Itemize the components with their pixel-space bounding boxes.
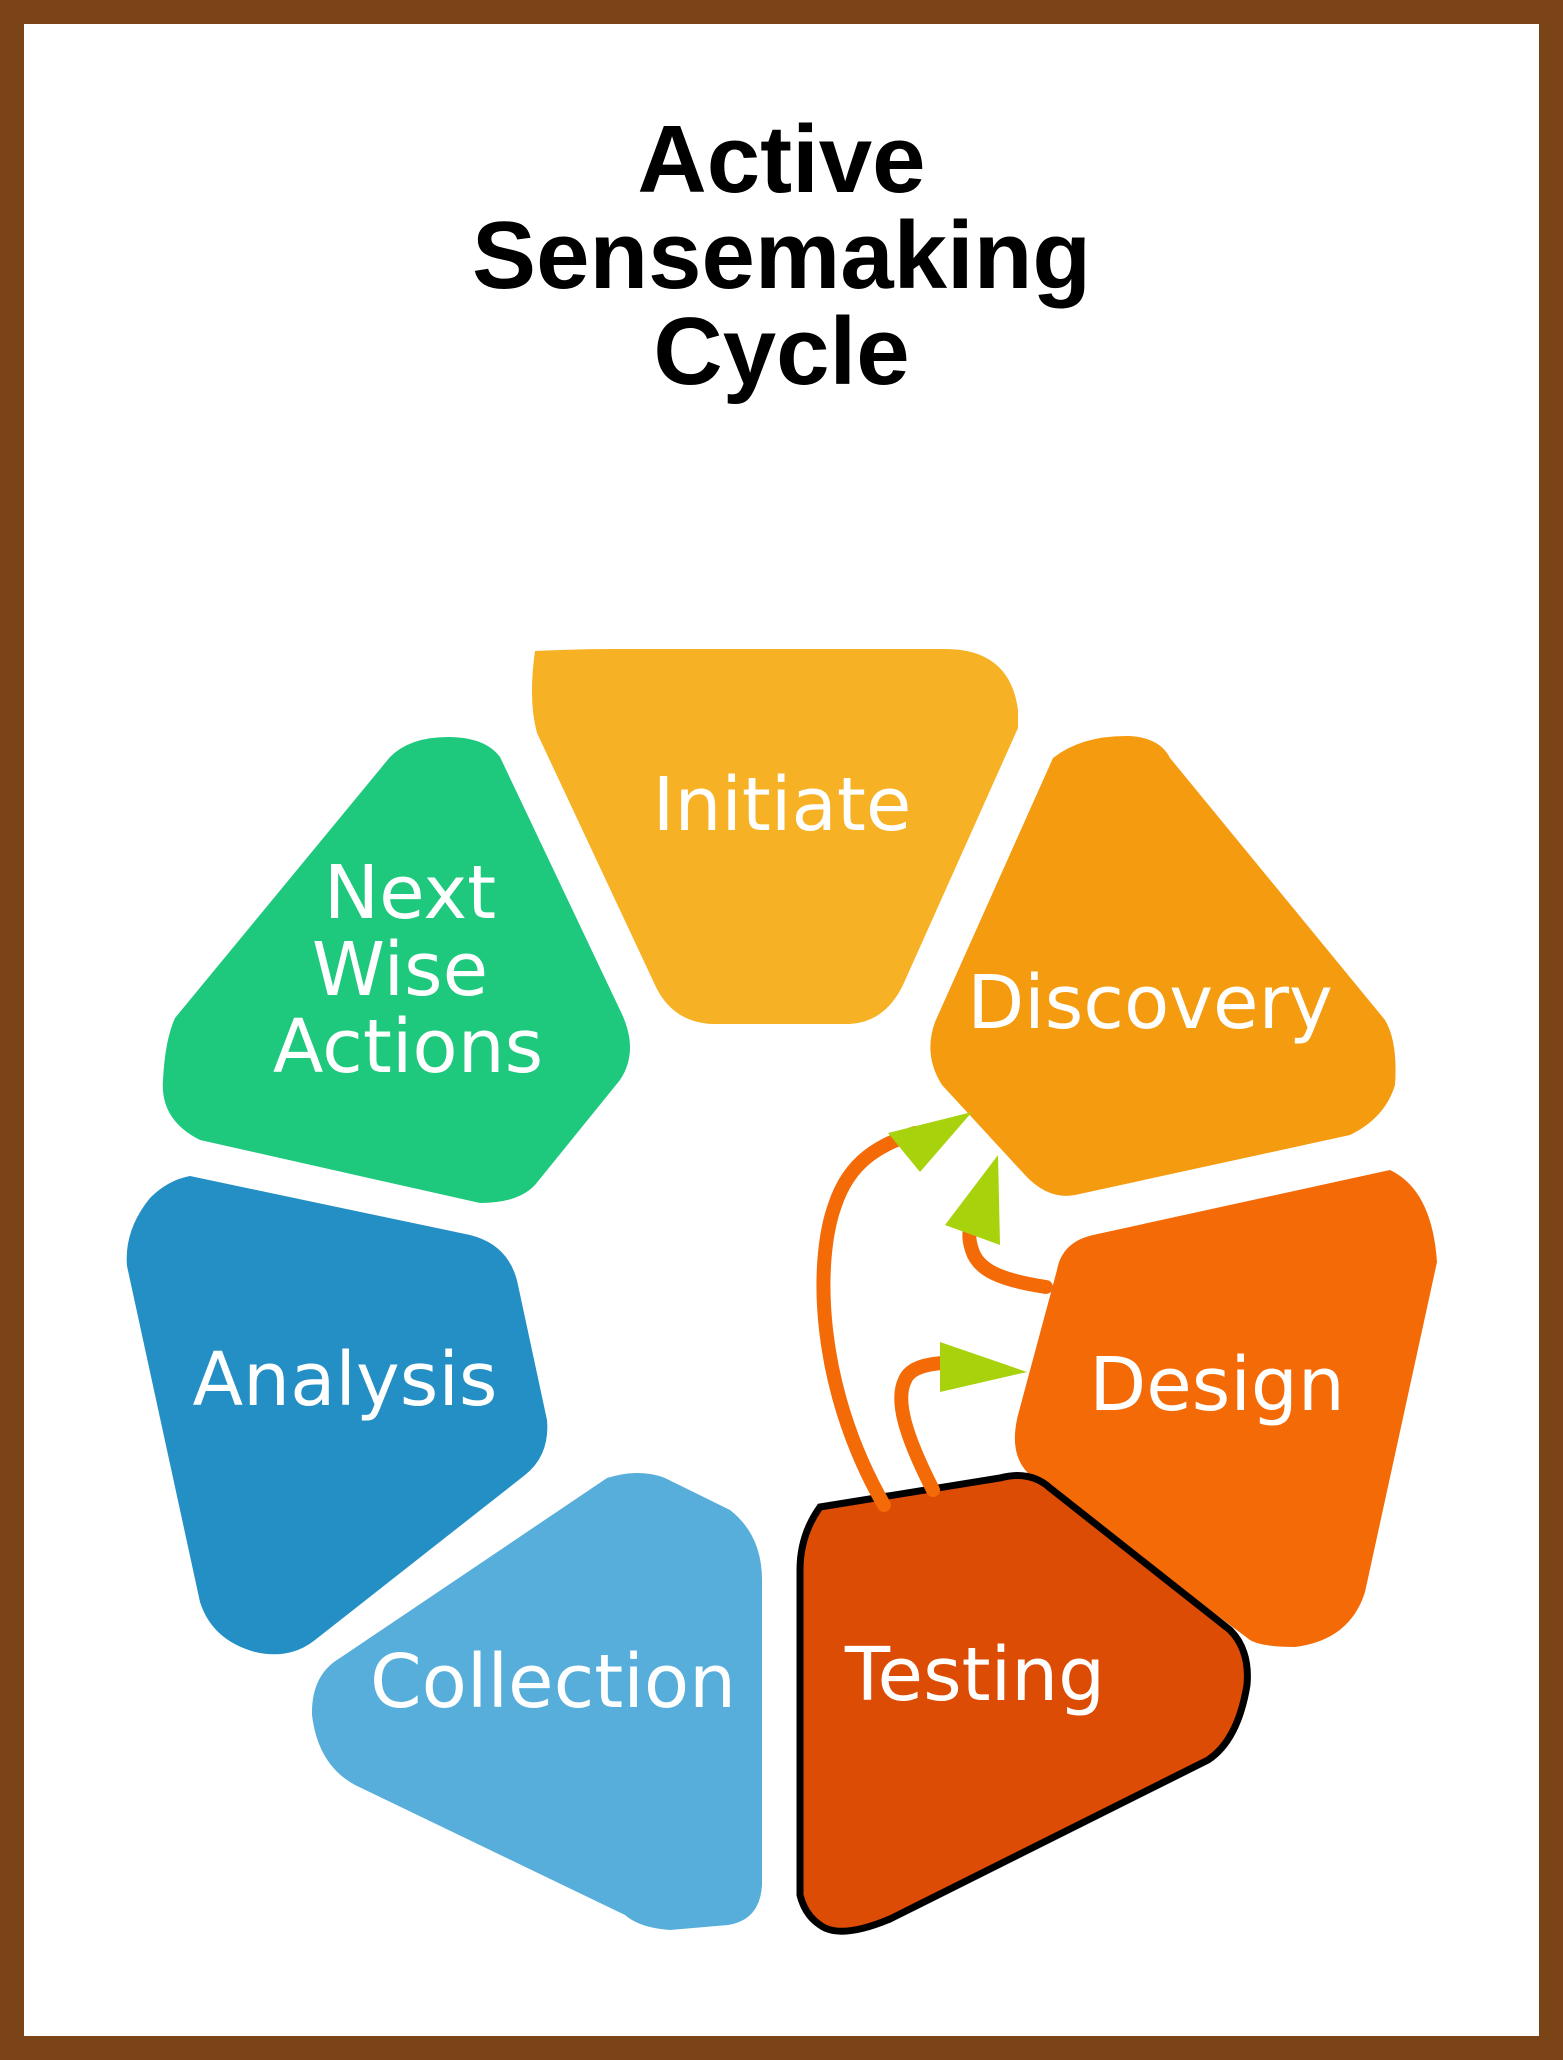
label-discovery: Discovery xyxy=(967,960,1333,1046)
title-line-3: Cycle xyxy=(653,298,910,405)
arrow-head-testing-to-design xyxy=(940,1342,1027,1392)
arrow-head-testing-to-discovery xyxy=(888,1112,972,1172)
feedback-arrows xyxy=(816,1112,1053,1512)
segment-next-wise-actions xyxy=(162,737,630,1203)
label-next-wise-actions-line-2: Wise xyxy=(312,927,488,1013)
label-testing: Testing xyxy=(844,1632,1105,1718)
title-line-2: Sensemaking xyxy=(472,202,1091,309)
arrow-testing-to-design xyxy=(894,1355,965,1497)
arrow-testing-to-discovery xyxy=(816,1126,922,1512)
title-line-1: Active xyxy=(637,106,926,213)
segment-discovery xyxy=(930,735,1396,1196)
segment-initiate xyxy=(531,649,1018,1024)
segment-analysis xyxy=(126,1176,548,1655)
label-design: Design xyxy=(1089,1342,1345,1428)
label-next-wise-actions-line-1: Next xyxy=(324,850,496,936)
label-analysis: Analysis xyxy=(193,1337,498,1423)
arrow-head-design-to-discovery xyxy=(945,1155,1000,1245)
label-next-wise-actions-line-3: Actions xyxy=(273,1004,543,1090)
segment-testing xyxy=(796,1472,1251,1935)
segment-design xyxy=(1014,1170,1437,1647)
diagram-title: Active Sensemaking Cycle xyxy=(0,112,1563,400)
label-collection: Collection xyxy=(370,1639,736,1725)
label-initiate: Initiate xyxy=(653,762,912,848)
segment-collection xyxy=(311,1473,762,1930)
